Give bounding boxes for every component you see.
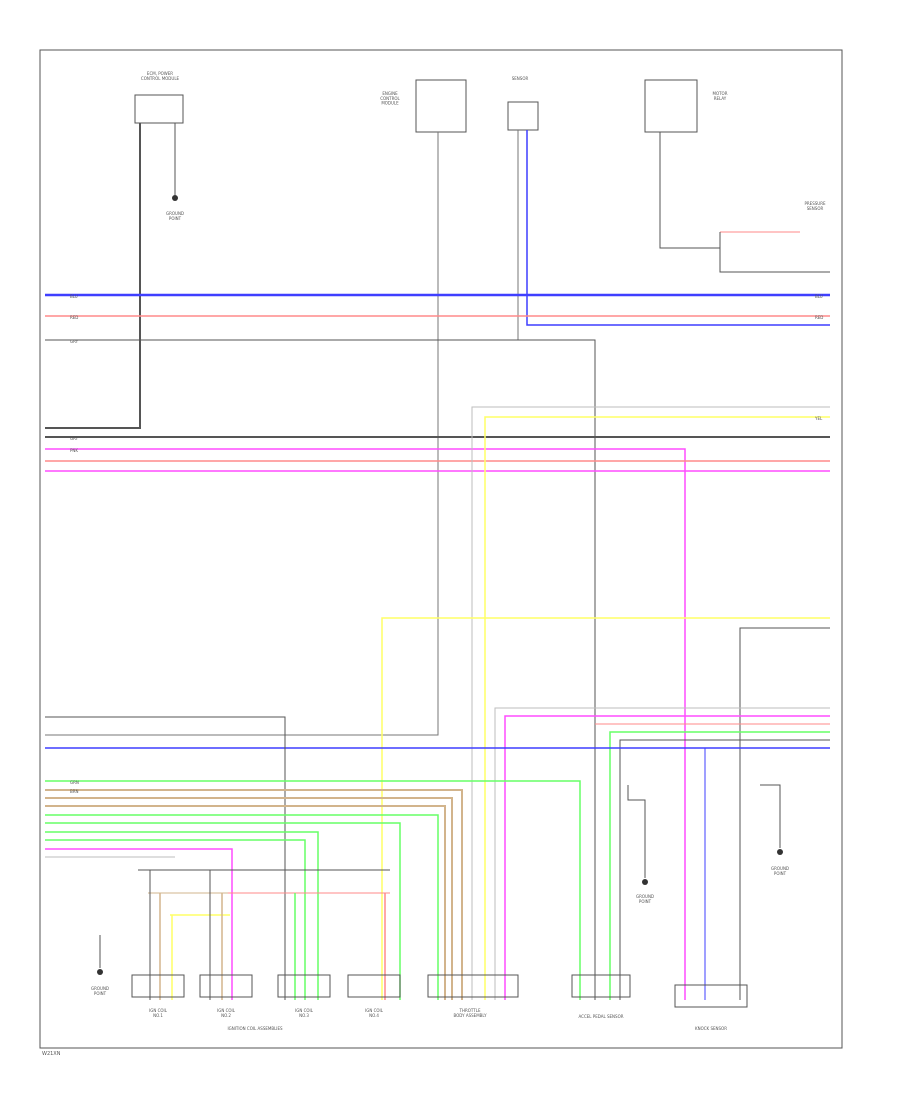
wire-green-2	[45, 814, 439, 1000]
tag-blue-right: BLU	[815, 294, 823, 299]
wire-gray-ecm	[45, 123, 141, 429]
wire-yellow	[484, 416, 830, 1000]
wire-green-1	[45, 780, 581, 1000]
wire-green-3	[45, 822, 401, 1000]
wire-green-lower	[609, 731, 830, 1000]
tag-red-right: RED	[815, 315, 823, 320]
wire-relay-out	[659, 132, 720, 249]
component-sensor: SENSOR	[507, 76, 539, 131]
wire-light-gray	[471, 406, 830, 1000]
tag-green: GRN	[70, 780, 79, 785]
wire-gray-center	[45, 132, 439, 736]
wire-relay-gray	[719, 232, 830, 273]
wire-gray-lower-2	[619, 739, 830, 1000]
connector-knock-sensor: KNOCK SENSOR	[674, 984, 748, 1031]
tag-pink: PNK	[70, 448, 78, 453]
wire-tan-2	[45, 797, 453, 1000]
wire-gray-left	[45, 716, 286, 1000]
wire-gray-lower	[494, 707, 830, 1000]
label-sensor: SENSOR	[512, 76, 529, 81]
wire-green-4	[45, 831, 319, 1000]
tag-gray-2: GRY	[70, 436, 79, 441]
tag-brown: BRN	[70, 789, 79, 794]
diagram-border	[39, 49, 843, 1049]
wire-tan-1	[45, 789, 463, 1000]
label-ign-coil-group: IGNITION COIL ASSEMBLIES	[227, 1026, 283, 1031]
bus-gray	[45, 339, 596, 1000]
wire-yellow-2	[381, 617, 830, 1000]
footer-code: W21XN	[42, 1051, 61, 1057]
connector-accel-pedal: ACCEL PEDAL SENSOR	[571, 974, 631, 1019]
wire-green-5	[45, 839, 306, 1000]
bus-pink	[45, 448, 686, 1000]
wire-pink-3	[45, 848, 233, 1000]
tag-red-left: RED	[70, 315, 78, 320]
label-knock-sensor: KNOCK SENSOR	[695, 1026, 727, 1031]
wire-sensor-blue	[526, 130, 830, 326]
wire-pink-lower	[504, 715, 830, 1000]
tag-blue-left: BLU	[70, 294, 78, 299]
wire-tan-3	[45, 805, 446, 1000]
tag-gray-left: GRY	[70, 339, 79, 344]
label-accel-pedal: ACCEL PEDAL SENSOR	[579, 1014, 624, 1019]
wire-gray-right	[739, 627, 830, 1000]
tag-yellow: YEL	[814, 416, 823, 421]
